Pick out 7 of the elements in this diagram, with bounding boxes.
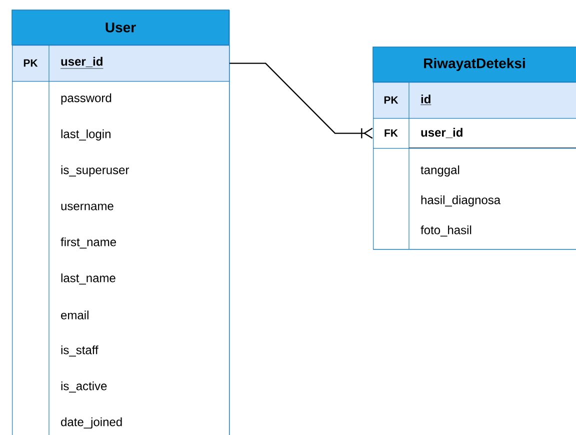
relationship-line bbox=[230, 62, 373, 139]
key-row: PK user_id bbox=[12, 44, 230, 82]
key-row: PK id bbox=[373, 82, 576, 119]
node-label: user_id bbox=[421, 128, 462, 138]
attribute-list: password last_login is_superuser username first_name last_name email is_staff is_active date_joined bbox=[12, 80, 230, 435]
node-label: FK bbox=[384, 129, 398, 137]
key-row: FK user_id bbox=[373, 118, 576, 149]
